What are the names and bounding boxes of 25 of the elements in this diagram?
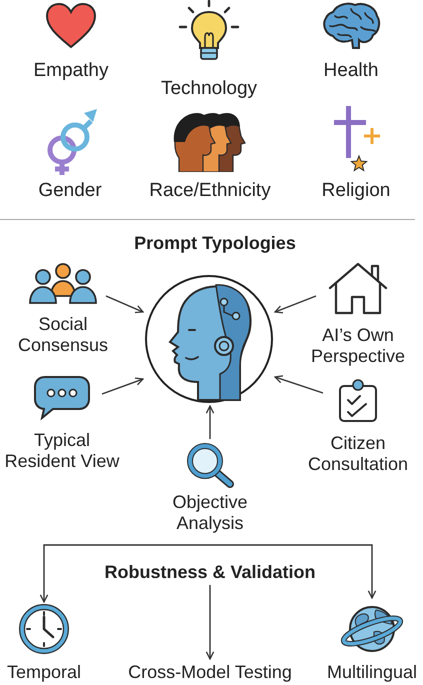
arrow <box>206 405 214 439</box>
node-label: Temporal <box>6 662 82 683</box>
section-heading: Prompt Typologies <box>134 232 296 254</box>
topic-label: Empathy <box>34 60 108 82</box>
node-label: Citizen Consultation <box>306 433 410 475</box>
arrow <box>274 295 316 314</box>
topic-label: Gender <box>38 180 102 202</box>
node-label: Typical Resident View <box>4 430 120 472</box>
arrow <box>102 377 144 395</box>
arrow <box>206 585 214 660</box>
section-heading: Robustness & Validation <box>104 561 316 583</box>
arrow <box>106 295 144 314</box>
node-label: AI’s Own Perspective <box>310 325 406 367</box>
topic-label: Race/Ethnicity <box>149 180 271 202</box>
arrow <box>274 375 324 394</box>
node-label: Social Consensus <box>16 314 110 356</box>
topic-label: Technology <box>160 78 258 100</box>
bracket-arrow <box>40 544 208 603</box>
head-profile-circle <box>144 274 274 404</box>
node-label: Objective Analysis <box>171 492 249 534</box>
node-label: Cross-Model Testing <box>128 662 292 683</box>
topic-label: Health <box>324 60 378 82</box>
bracket-arrow <box>208 544 376 599</box>
topic-label: Religion <box>322 180 390 202</box>
node-label: Multilingual <box>326 662 418 683</box>
